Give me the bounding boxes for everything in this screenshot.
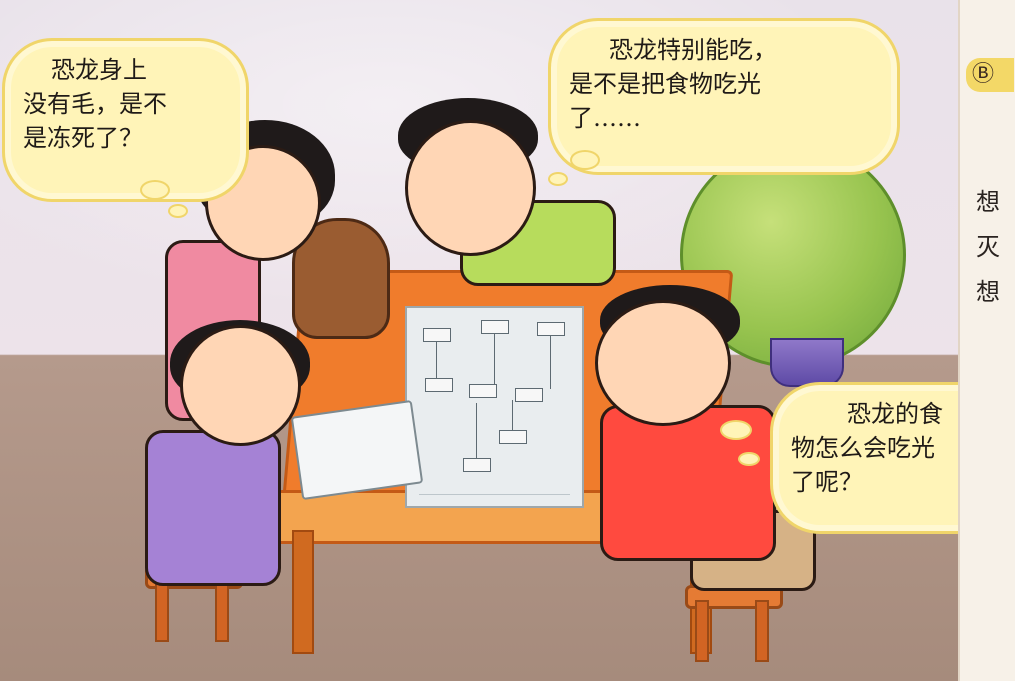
bubble-top-line: 是不是把食物吃光: [569, 70, 761, 98]
girl-standing-face: [205, 145, 321, 261]
paper-bottom-line: [419, 494, 570, 495]
bubble-left-line: 没有毛，是不: [23, 90, 167, 118]
bubble-right-line: 恐龙的食: [847, 400, 943, 428]
chart-node: [481, 320, 509, 334]
speech-bubble-top: 恐龙特别能吃， 是不是把食物吃光 了……: [548, 18, 900, 175]
plant-pot: [770, 338, 844, 387]
boy-kneeling-face: [595, 300, 731, 426]
stool-right-leg: [755, 600, 769, 662]
speech-bubble-left: 恐龙身上 没有毛，是不 是冻死了？: [2, 38, 249, 202]
chart-connector: [476, 403, 477, 458]
chart-connector: [436, 341, 437, 379]
bubble-left-tail: [168, 204, 188, 218]
bubble-top-tail: [548, 172, 568, 186]
girl-reading-face: [180, 325, 301, 446]
chart-node: [499, 430, 527, 444]
stool-left-leg: [155, 580, 169, 642]
bubble-right-line: 了呢？: [791, 468, 863, 496]
stool-left-leg: [215, 580, 229, 642]
girl-reading-body: [145, 430, 281, 586]
bubble-right-line: 物怎么会吃光: [791, 434, 935, 462]
vertical-char: 灭: [976, 233, 1000, 261]
chart-connector: [494, 333, 495, 385]
stool-right-leg: [695, 600, 709, 662]
bubble-right-tail: [720, 420, 752, 440]
chapter-tab: Ⓑ: [966, 58, 1014, 92]
table-leg-left: [292, 530, 314, 654]
bubble-top-tail: [570, 150, 600, 170]
bubble-left-line: 是冻死了？: [23, 124, 143, 152]
chart-connector: [512, 400, 513, 430]
chart-node: [425, 378, 453, 392]
bubble-top-line: 了……: [569, 104, 641, 132]
chart-connector: [550, 335, 551, 389]
vertical-text: 想 灭 想: [976, 182, 1000, 307]
chart-node: [463, 458, 491, 472]
boy-with-glasses-face: [405, 120, 536, 256]
chart-node: [469, 384, 497, 398]
vertical-char: 想: [976, 278, 1000, 306]
chart-node: [423, 328, 451, 342]
dinosaur-family-tree-chart: [405, 306, 584, 508]
bubble-left-tail: [140, 180, 170, 200]
chart-node: [515, 388, 543, 402]
vertical-char: 想: [976, 188, 1000, 216]
open-book: [290, 399, 424, 501]
chart-node: [537, 322, 565, 336]
bubble-right-tail: [738, 452, 760, 466]
bubble-left-line: 恐龙身上: [51, 56, 147, 84]
bubble-top-line: 恐龙特别能吃，: [609, 36, 777, 64]
right-text-column: Ⓑ 想 灭 想: [958, 0, 1015, 681]
